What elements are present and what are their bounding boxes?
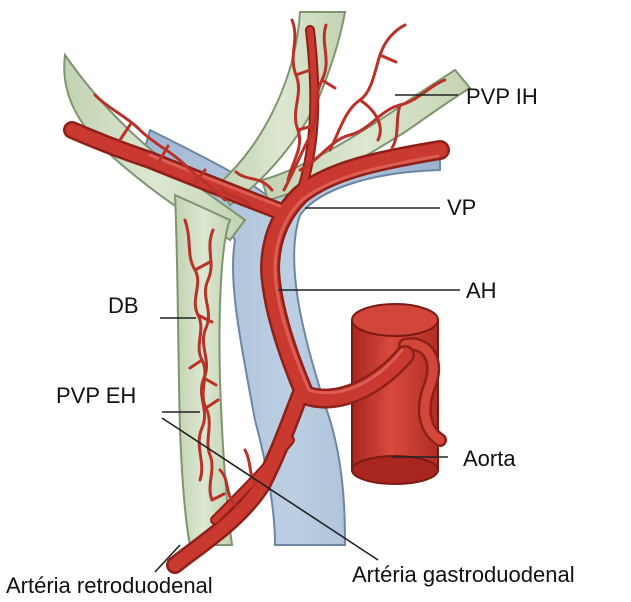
label-arteria-retroduodenal: Artéria retroduodenal <box>6 573 213 599</box>
label-pvp-ih: PVP IH <box>466 84 538 110</box>
label-arteria-gastroduodenal: Artéria gastroduodenal <box>352 562 575 588</box>
label-aorta: Aorta <box>463 446 516 472</box>
label-db: DB <box>108 293 139 319</box>
label-vp: VP <box>447 195 476 221</box>
label-pvp-eh: PVP EH <box>56 383 136 409</box>
label-ah: AH <box>466 278 497 304</box>
